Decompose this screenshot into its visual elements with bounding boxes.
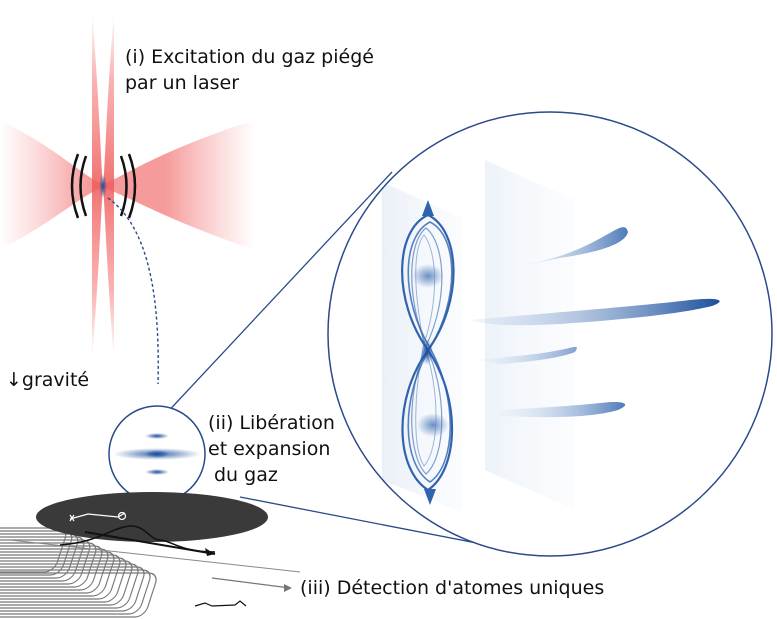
detector-grid: [0, 527, 301, 618]
trapped-gas-cloud: [99, 174, 107, 198]
detector-grid-layer: [0, 533, 79, 579]
signal-pulse: [59, 525, 216, 553]
expansion-cloud-core: [145, 450, 169, 458]
signal-arrow: [84, 531, 216, 555]
detector-grid-layer: [0, 566, 145, 612]
gravity-label: ↓gravité: [6, 369, 90, 391]
signal-arrow-head: [205, 548, 215, 556]
expansion-circle: [108, 405, 206, 503]
atom-track-left: [69, 512, 126, 520]
atom-track-hook: [69, 514, 75, 522]
detector-grid-layer: [0, 560, 133, 606]
expansion-cloud-bottom: [145, 469, 169, 475]
detector-grid-layer: [0, 527, 67, 573]
detector-grid-layer: [0, 554, 121, 600]
atom-pair-bottom: [417, 413, 449, 437]
detection-output-arrow-head: [284, 584, 292, 592]
trajectory-arrow-up: [422, 200, 434, 216]
laser-trap: [0, 10, 255, 385]
detector-grid-layer: [0, 551, 115, 597]
atom-pair-top: [412, 264, 444, 288]
step2-label-line1: (ii) Libération: [208, 412, 335, 434]
detector-grid-layer: [0, 557, 127, 603]
zoom-circle: [327, 111, 773, 557]
detector-grid-layer: [0, 539, 91, 585]
step1-label-line1: (i) Excitation du gaz piégé: [125, 46, 374, 68]
vertical-laser-beam: [92, 10, 114, 360]
fall-trajectory: [107, 197, 159, 385]
step1-label-line2: par un laser: [125, 72, 239, 94]
detector-plate: [36, 492, 268, 542]
detector-grid-layer: [0, 530, 73, 576]
step2-label-line3: du gaz: [214, 464, 278, 486]
momentum-plane-back: [485, 160, 575, 510]
detector-grid-layer: [0, 545, 103, 591]
detector-grid-layer: [0, 542, 97, 588]
detector-grid-layer: [0, 572, 157, 618]
detector-baseline: [9, 539, 301, 573]
density-peak-center: [470, 298, 720, 326]
detector-grid-layer: [0, 569, 151, 615]
density-peak-bottom: [500, 401, 626, 418]
right-mirror-outer: [127, 153, 137, 219]
step2-label-line2: et expansion: [208, 438, 331, 460]
atom-pair-center: [421, 339, 433, 365]
density-peak-top: [500, 227, 628, 270]
trajectory-arrow-down: [424, 489, 436, 505]
detector: [0, 492, 301, 618]
detector-grid-layer: [0, 536, 85, 582]
zoom-line-top: [161, 171, 393, 419]
density-peak-lower: [475, 346, 577, 364]
detector-grid-layer: [0, 548, 109, 594]
detector-grid-layer: [0, 563, 139, 609]
detection-output-arrow: [211, 577, 291, 589]
expansion-cloud-top: [145, 433, 169, 439]
atom-track-dot: [117, 511, 127, 521]
right-mirror-inner: [119, 155, 128, 217]
left-mirror-outer: [70, 153, 80, 219]
atom-track-bottom: [194, 600, 247, 607]
left-mirror-inner: [79, 155, 88, 217]
step3-label: (iii) Détection d'atomes uniques: [300, 577, 605, 599]
